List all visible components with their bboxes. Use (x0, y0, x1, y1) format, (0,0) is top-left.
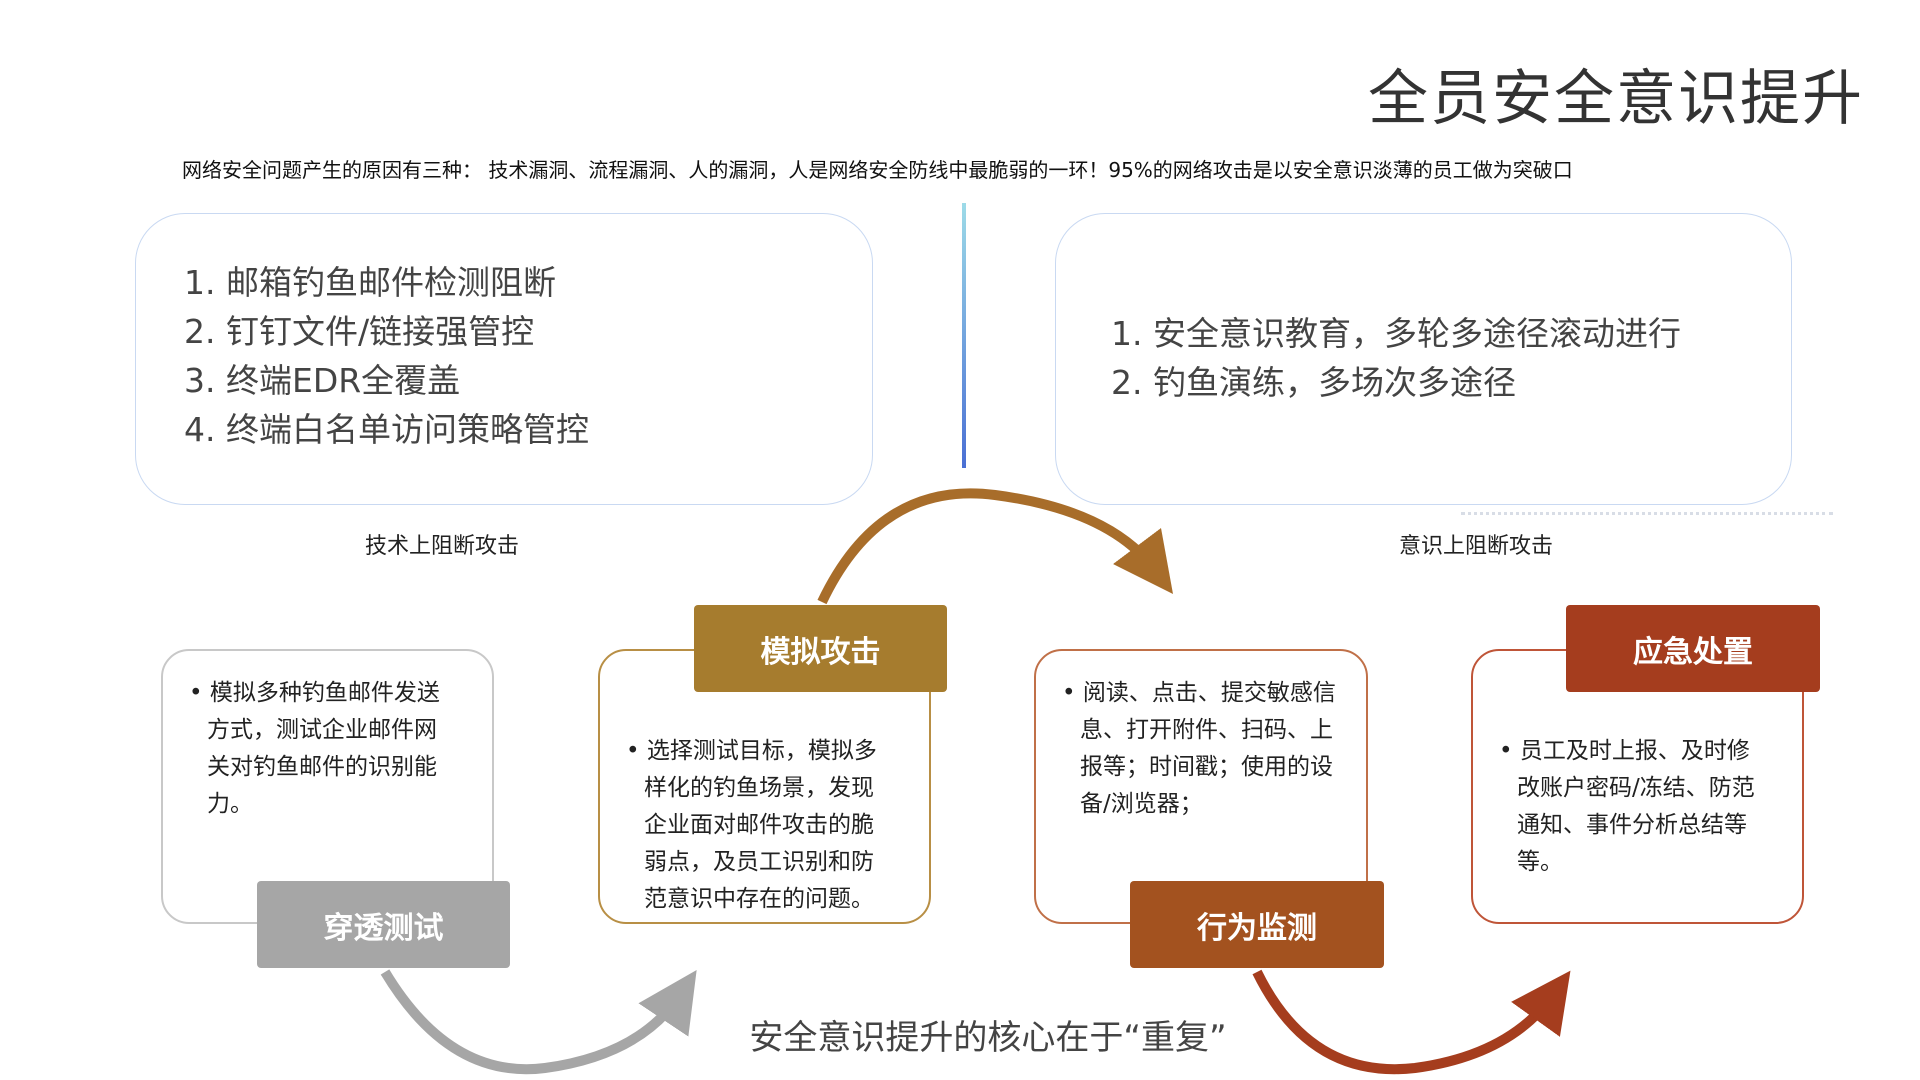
step-desc: • 模拟多种钓鱼邮件发送方式，测试企业邮件网关对钓鱼邮件的识别能力。 (189, 680, 440, 817)
tech-item: 2. 钉钉文件/链接强管控 (184, 312, 535, 351)
step-desc: • 员工及时上报、及时修改账户密码/冻结、防范通知、事件分析总结等等。 (1499, 738, 1755, 875)
step-card-response: • 员工及时上报、及时修改账户密码/冻结、防范通知、事件分析总结等等。 (1471, 649, 1804, 924)
step-card-monitor: • 阅读、点击、提交敏感信息、打开附件、扫码、上报等；时间戳；使用的设备/浏览器… (1034, 649, 1368, 924)
step-card-pentest: • 模拟多种钓鱼邮件发送方式，测试企业邮件网关对钓鱼邮件的识别能力。 (161, 649, 494, 924)
tech-measures-box: 1. 邮箱钓鱼邮件检测阻断 2. 钉钉文件/链接强管控 3. 终端EDR全覆盖 … (135, 213, 873, 505)
tech-caption: 技术上阻断攻击 (364, 534, 520, 559)
step-label-response: 应急处置 (1566, 605, 1820, 692)
awareness-item: 2. 钓鱼演练，多场次多途径 (1111, 363, 1516, 402)
awareness-measures-box: 1. 安全意识教育，多轮多途径滚动进行 2. 钓鱼演练，多场次多途径 (1055, 213, 1792, 505)
core-message: 安全意识提升的核心在于“重复” (749, 1018, 1227, 1058)
step-desc: • 阅读、点击、提交敏感信息、打开附件、扫码、上报等；时间戳；使用的设备/浏览器… (1062, 680, 1336, 817)
arrow-pentest-to-attack (380, 969, 697, 1075)
tech-item: 1. 邮箱钓鱼邮件检测阻断 (184, 263, 556, 302)
arrow-monitor-to-response (1252, 969, 1571, 1075)
arrow-attack-to-monitor (817, 488, 1174, 605)
divider-line (962, 203, 966, 468)
subtitle: 网络安全问题产生的原因有三种： 技术漏洞、流程漏洞、人的漏洞，人是网络安全防线中… (182, 158, 1573, 182)
step-label-monitor: 行为监测 (1130, 881, 1384, 968)
awareness-caption: 意识上阻断攻击 (1398, 534, 1554, 559)
step-card-attack: • 选择测试目标，模拟多样化的钓鱼场景，发现企业面对邮件攻击的脆弱点，及员工识别… (598, 649, 931, 924)
tech-item: 4. 终端白名单访问策略管控 (184, 410, 589, 449)
awareness-item: 1. 安全意识教育，多轮多途径滚动进行 (1111, 314, 1681, 353)
step-label-attack: 模拟攻击 (694, 605, 947, 692)
page-title: 全员安全意识提升 (1368, 64, 1864, 134)
dotted-divider (1461, 512, 1833, 515)
tech-item: 3. 终端EDR全覆盖 (184, 361, 461, 400)
step-desc: • 选择测试目标，模拟多样化的钓鱼场景，发现企业面对邮件攻击的脆弱点，及员工识别… (626, 738, 877, 912)
step-label-pentest: 穿透测试 (257, 881, 510, 968)
